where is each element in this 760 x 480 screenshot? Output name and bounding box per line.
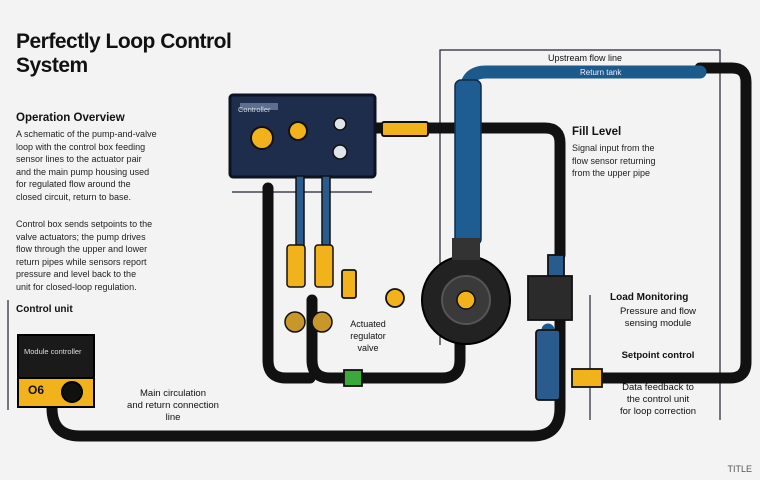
overview-paragraph-2: Control box sends setpoints to the valve… <box>16 218 196 293</box>
main-pipe-loop <box>46 62 752 442</box>
para2-line: valve actuators; the pump drives <box>16 231 146 242</box>
main-pump <box>421 238 511 345</box>
sensor-module <box>527 254 603 401</box>
fill-level-line: from the upper pipe <box>572 168 651 178</box>
yellow-coupling <box>381 121 429 137</box>
vertical-blue-column <box>454 79 482 246</box>
right-box-text-2: Data feedback to the control unit for lo… <box>598 382 718 418</box>
para1-line: loop with the control box feeding <box>16 141 146 152</box>
para2-line: unit for closed-loop regulation. <box>16 281 137 292</box>
left-control-module <box>17 334 95 408</box>
right-box-subheading: Setpoint control <box>621 350 695 361</box>
top-right-label-1: Upstream flow line <box>548 53 623 63</box>
para1-line: sensor lines to the actuator pair <box>16 154 142 164</box>
para2-line: return pipes while sensors report <box>16 256 147 267</box>
right-box-line: Pressure and flow <box>619 306 697 317</box>
right-box-line: sensing module <box>624 318 692 329</box>
fill-level-heading: Fill Level <box>572 126 622 138</box>
fill-level-text: Signal input from the flow sensor return… <box>572 142 712 180</box>
lower-label-line: Main circulation <box>140 388 206 399</box>
para1-line: and the main pump housing used <box>16 166 150 177</box>
title-line-1: Perfectly Loop Control <box>16 30 232 53</box>
lower-label-line: line <box>165 412 181 423</box>
center-label-line: Actuated <box>350 319 386 329</box>
controller-label: Controller <box>238 105 271 114</box>
title-line-2: System <box>16 54 88 77</box>
para1-line: A schematic of the pump-and-valve <box>16 129 157 139</box>
right-box-heading: Load Monitoring <box>610 292 689 303</box>
left-module-label: Module controller <box>24 347 82 356</box>
right-box-line: Data feedback to <box>622 382 694 393</box>
center-valve-label: Actuated regulator valve <box>336 318 400 354</box>
diagram-title: Perfectly Loop Control System <box>16 30 276 78</box>
controller-panel <box>228 93 377 179</box>
center-fittings <box>341 269 405 387</box>
fill-level-line: Signal input from the <box>572 143 655 153</box>
valve-actuators <box>284 175 334 333</box>
blue-pipe-loop <box>459 65 707 399</box>
para2-line: pressure and level back to the <box>16 269 137 279</box>
lower-left-label: Main circulation and return connection l… <box>118 388 228 424</box>
footer-mark: TITLE <box>727 464 752 474</box>
para1-line: closed circuit, return to base. <box>16 191 132 202</box>
left-module-indicator: O6 <box>28 383 45 397</box>
fill-level-line: flow sensor returning <box>572 155 656 166</box>
overview-paragraph-1: A schematic of the pump-and-valve loop w… <box>16 128 196 203</box>
left-module-heading: Control unit <box>16 304 73 315</box>
right-box-text: Pressure and flow sensing module <box>598 306 718 330</box>
para1-line: for regulated flow around the <box>16 179 131 189</box>
center-label-line: valve <box>357 343 379 353</box>
right-box-line: the control unit <box>626 394 690 405</box>
overview-heading: Operation Overview <box>16 112 125 124</box>
top-right-label-2: Return tank <box>580 68 622 77</box>
right-box-line: for loop correction <box>619 406 697 417</box>
para2-line: Control box sends setpoints to the <box>16 219 153 229</box>
para2-line: flow through the upper and lower <box>16 244 148 254</box>
outline-lines <box>7 49 721 420</box>
center-label-line: regulator <box>350 331 386 341</box>
lower-label-line: and return connection <box>127 400 219 411</box>
